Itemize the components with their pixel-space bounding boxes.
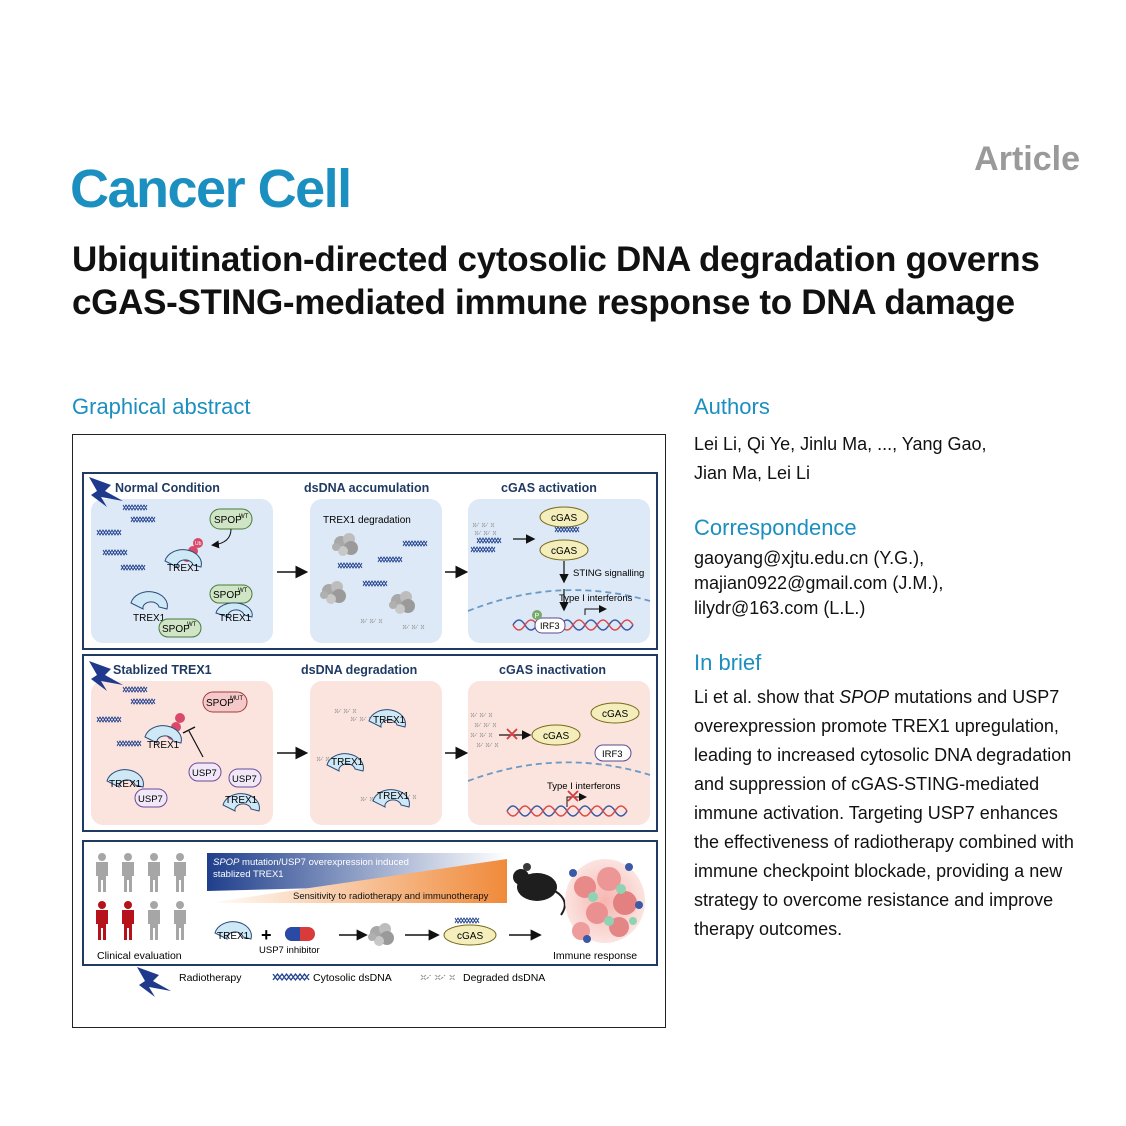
trex1-label-r2-3: TREX1 <box>225 795 258 806</box>
trex1-label-r2-2: TREX1 <box>109 779 142 790</box>
correspondence-heading: Correspondence <box>694 515 857 540</box>
spop-mut-label: SPOP <box>206 698 234 709</box>
clinical-evaluation-label: Clinical evaluation <box>97 950 182 962</box>
usp7-label-2: USP7 <box>138 794 163 805</box>
correspondence-list: gaoyang@xjtu.edu.cn (Y.G.), majian0922@g… <box>694 546 943 621</box>
trex1-label-2: TREX1 <box>133 613 166 624</box>
cgas-label-r2-1: cGAS <box>543 731 569 742</box>
authors-line-2: Jian Ma, Lei Li <box>694 463 811 483</box>
row3-frame <box>82 840 658 966</box>
immune-response-label: Immune response <box>553 950 637 962</box>
graphical-abstract-figure: Normal Condition dsDNA accumulation cGAS… <box>82 472 658 997</box>
legend-radiotherapy-icon <box>137 967 171 997</box>
legend-cytosolic-dsdna: Cytosolic dsDNA <box>313 972 392 984</box>
in-brief-post: mutations and USP7 overexpression promot… <box>694 687 1074 939</box>
graphical-abstract-heading: Graphical abstract <box>72 394 251 419</box>
journal-name: Cancer Cell <box>70 159 352 219</box>
cgas-label-r3: cGAS <box>457 931 483 942</box>
usp7-inhibitor-label: USP7 inhibitor <box>259 945 320 956</box>
cgas-label-2: cGAS <box>551 546 577 557</box>
plus-sign: + <box>261 925 272 945</box>
trex1-label-r2-6: TREX1 <box>377 791 410 802</box>
irf3-label-1: IRF3 <box>540 621 560 631</box>
in-brief-text: Li et al. show that SPOP mutations and U… <box>694 683 1074 944</box>
spop-mut-sup: MUT <box>230 696 243 702</box>
header-dsdna-degradation: dsDNA degradation <box>301 663 417 677</box>
spop-wt-1-sup: WT <box>239 514 249 520</box>
trex1-label-1: TREX1 <box>167 563 200 574</box>
cgas-label-r2-2: cGAS <box>602 709 628 720</box>
trex1-label-r2-5: TREX1 <box>331 757 364 768</box>
usp7-label-3: USP7 <box>232 774 257 785</box>
email-link-2[interactable]: majian0922@gmail.com (J.M.), <box>694 573 944 593</box>
trex1-label-r2-1: TREX1 <box>147 740 180 751</box>
graphical-abstract: Normal Condition dsDNA accumulation cGAS… <box>72 434 666 1028</box>
sting-signalling-label: STING signalling <box>573 568 644 579</box>
spop-mut <box>202 691 248 713</box>
email-link-1[interactable]: gaoyang@xjtu.edu.cn (Y.G.), <box>694 548 925 568</box>
legend-dna-icon <box>272 973 310 981</box>
trex1-degradation-label: TREX1 degradation <box>323 515 411 526</box>
trex1-protein-2 <box>130 591 168 610</box>
header-cgas-inactivation: cGAS inactivation <box>499 663 606 677</box>
article-title: Ubiquitination-directed cytosolic DNA de… <box>72 240 1040 322</box>
in-brief-gene: SPOP <box>839 687 890 707</box>
header-dsdna-accumulation: dsDNA accumulation <box>304 481 429 495</box>
spop-wt-3-label: SPOP <box>213 590 241 601</box>
authors-heading: Authors <box>694 394 770 419</box>
in-brief-pre: Li et al. show that <box>694 687 840 707</box>
gradient-label-1: SPOP mutation/USP7 overexpression induce… <box>213 857 409 868</box>
article-type: Article <box>974 140 1080 178</box>
sensitivity-gradient <box>207 859 507 903</box>
trex1-label-3: TREX1 <box>219 613 252 624</box>
mouse-icon <box>513 863 566 916</box>
legend-degraded-dsdna: Degraded dsDNA <box>463 972 545 984</box>
interferons-label-1: Type I interferons <box>559 593 633 604</box>
panel-degradation <box>310 681 442 825</box>
irf3-1 <box>534 617 566 634</box>
nucleus-envelope-1 <box>467 589 651 612</box>
usp7-label-1: USP7 <box>192 768 217 779</box>
header-normal-condition: Normal Condition <box>115 481 220 495</box>
gradient-label-2: stablized TREX1 <box>213 869 284 880</box>
trex1-protein-1 <box>164 549 202 568</box>
trex1-label-r2-4: TREX1 <box>373 715 406 726</box>
row2-frame <box>82 654 658 832</box>
clinical-people <box>96 853 186 940</box>
authors-list: Lei Li, Qi Ye, Jinlu Ma, ..., Yang Gao, … <box>694 430 987 488</box>
legend-degraded-icon <box>420 974 456 981</box>
header-stablized-trex1: Stablized TREX1 <box>113 663 212 677</box>
legend-radiotherapy: Radiotherapy <box>179 972 242 984</box>
sensitivity-label: Sensitivity to radiotherapy and immunoth… <box>293 891 489 902</box>
ub-1: Ub <box>195 541 202 547</box>
panel-stablized <box>91 681 273 825</box>
spop-wt-1-label: SPOP <box>214 515 242 526</box>
in-brief-heading: In brief <box>694 650 762 675</box>
tumor-cluster <box>565 859 645 943</box>
cgas-label-1: cGAS <box>551 513 577 524</box>
spop-wt-2-sup: WT <box>187 622 197 628</box>
authors-line-1: Lei Li, Qi Ye, Jinlu Ma, ..., Yang Gao, <box>694 434 987 454</box>
spop-wt-2-label: SPOP <box>162 624 190 635</box>
spop-wt-3-sup: WT <box>238 588 248 594</box>
email-link-3[interactable]: lilydr@163.com (L.L.) <box>694 598 866 618</box>
trex1-label-r3: TREX1 <box>217 931 250 942</box>
interferons-label-2: Type I interferons <box>547 781 621 792</box>
row1-frame <box>82 472 658 650</box>
header-cgas-activation: cGAS activation <box>501 481 597 495</box>
phospho-label: P <box>535 613 540 620</box>
irf3-label-r2: IRF3 <box>602 749 623 760</box>
